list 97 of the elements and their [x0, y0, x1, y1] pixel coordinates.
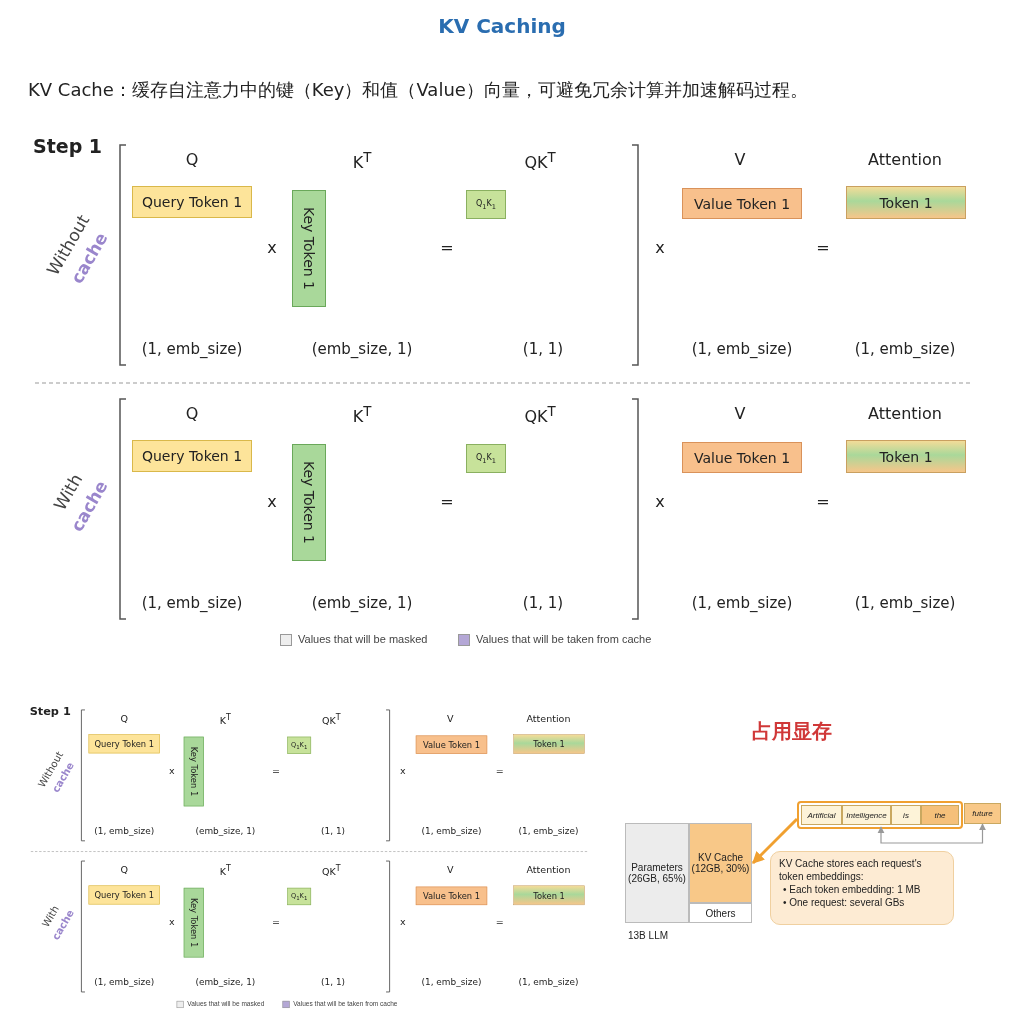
matrix-box: Value Token 1 — [415, 735, 488, 754]
dimension-label: (1, emb_size) — [94, 977, 155, 988]
matrix-box: Query Token 1 — [132, 440, 252, 472]
operator-sign: x — [655, 238, 665, 257]
operator-sign: = — [272, 916, 280, 928]
matrix-box: Q$_{1}$K$_{1}$ — [466, 444, 506, 473]
matrix-header: Attention — [868, 150, 942, 169]
matrix-header: QK$^{T}$ — [524, 150, 556, 173]
operator-sign: x — [169, 765, 175, 777]
matrix-header: QK$^{T}$ — [524, 404, 556, 427]
matrix-box: Token 1 — [513, 734, 585, 754]
arrow — [877, 823, 987, 844]
matrix-header: Attention — [526, 864, 571, 876]
matrix-box: Token 1 — [846, 440, 966, 473]
dimension-label: (1, emb_size) — [854, 594, 956, 612]
dimension-label: (1, emb_size) — [691, 594, 793, 612]
token-cell: Intelligence — [842, 805, 891, 825]
callout-box — [770, 851, 954, 925]
matrix-box: Key Token 1 — [183, 736, 204, 807]
matrix-header: K$^{T}$ — [219, 712, 231, 727]
dimension-label: (1, emb_size) — [421, 825, 482, 837]
operator-sign: = — [816, 492, 830, 511]
matrix-box: Token 1 — [846, 186, 966, 219]
operator-sign: = — [440, 238, 454, 257]
token-cell: is — [891, 805, 921, 825]
dimension-label: (emb_size, 1) — [195, 825, 256, 837]
matrix-header: QK$^{T}$ — [322, 712, 341, 727]
title: KV Caching — [438, 14, 566, 38]
dimension-label: (1, emb_size) — [854, 340, 956, 358]
bullet-item: • One request: several GBs — [782, 896, 906, 909]
operator-sign: x — [267, 238, 277, 257]
dimension-label: (1, emb_size) — [141, 340, 243, 358]
matrix-header: V — [734, 404, 746, 423]
matrix-box: Key Token 1 — [292, 190, 326, 307]
token-cell: Artificial — [801, 805, 842, 825]
operator-sign: x — [399, 916, 406, 928]
arrow — [751, 817, 799, 865]
dimension-label: (1, 1) — [522, 594, 564, 612]
dimension-label: (emb_size, 1) — [311, 340, 413, 358]
legend-text: Values that will be taken from cache — [476, 633, 652, 645]
matrix-header: Attention — [526, 712, 571, 725]
dimension-label: (1, emb_size) — [518, 977, 579, 988]
matrix-header: Attention — [868, 404, 942, 423]
dimension-label: (1, emb_size) — [518, 825, 579, 837]
dimension-label: (1, emb_size) — [421, 977, 482, 988]
matrix-box: Token 1 — [513, 885, 585, 906]
operator-sign: x — [399, 765, 406, 777]
matrix-box: Query Token 1 — [88, 885, 160, 905]
matrix-box: Value Token 1 — [682, 442, 802, 473]
callout-text: KV Cache stores each request's token embeddings: — [779, 857, 923, 883]
matrix-header: K$^{T}$ — [219, 864, 231, 878]
dimension-label: (1, emb_size) — [691, 340, 793, 358]
chart-caption: 13B LLM — [628, 930, 669, 941]
operator-sign: = — [272, 765, 280, 777]
step-label: Step 1 — [29, 703, 71, 718]
token-group-outline — [797, 801, 963, 829]
operator-sign: = — [440, 492, 454, 511]
matrix-header: Q — [120, 864, 128, 876]
subtitle: KV Cache：缓存自注意力中的键（Key）和值（Value）向量，可避免冗余计算并加速解码过程。 — [28, 78, 808, 102]
dimension-label: (1, emb_size) — [141, 594, 243, 612]
legend-text: Values that will be masked — [298, 633, 428, 645]
matrix-header: V — [734, 150, 746, 169]
matrix-box: Query Token 1 — [88, 734, 160, 754]
section-heading: 占用显存 — [752, 718, 832, 745]
matrix-header: K$^{T}$ — [352, 404, 372, 427]
matrix-box: Query Token 1 — [132, 186, 252, 218]
memory-block: KV Cache (12GB, 30%) — [689, 823, 752, 903]
matrix-box: Key Token 1 — [292, 444, 326, 561]
matrix-box: Value Token 1 — [415, 886, 488, 906]
operator-sign: x — [169, 916, 175, 928]
matrix-box: Key Token 1 — [183, 887, 204, 958]
matrix-box: Q$_{1}$K$_{1}$ — [466, 190, 506, 219]
token-cell: future — [964, 803, 1001, 824]
operator-sign: = — [495, 916, 504, 928]
memory-block: Others — [689, 903, 752, 923]
dimension-label: (1, 1) — [522, 340, 564, 358]
memory-block: Parameters (26GB, 65%) — [625, 823, 689, 923]
dimension-label: (1, 1) — [321, 825, 346, 837]
operator-sign: = — [816, 238, 830, 257]
matrix-box: Value Token 1 — [682, 188, 802, 219]
matrix-header: Q — [185, 150, 199, 169]
dimension-label: (emb_size, 1) — [195, 977, 256, 988]
operator-sign: = — [495, 765, 504, 777]
token-cell: the — [921, 805, 959, 825]
operator-sign: x — [655, 492, 665, 511]
matrix-header: V — [447, 712, 454, 725]
dimension-label: (1, 1) — [321, 977, 346, 988]
matrix-header: V — [447, 864, 454, 876]
bullet-item: • Each token embedding: 1 MB — [782, 883, 922, 896]
dimension-label: (emb_size, 1) — [311, 594, 413, 612]
matrix-header: K$^{T}$ — [352, 150, 372, 173]
matrix-header: Q — [185, 404, 199, 423]
matrix-header: Q — [120, 712, 128, 725]
matrix-header: QK$^{T}$ — [322, 864, 341, 878]
step-label: Step 1 — [33, 135, 103, 157]
operator-sign: x — [267, 492, 277, 511]
dimension-label: (1, emb_size) — [94, 825, 155, 837]
